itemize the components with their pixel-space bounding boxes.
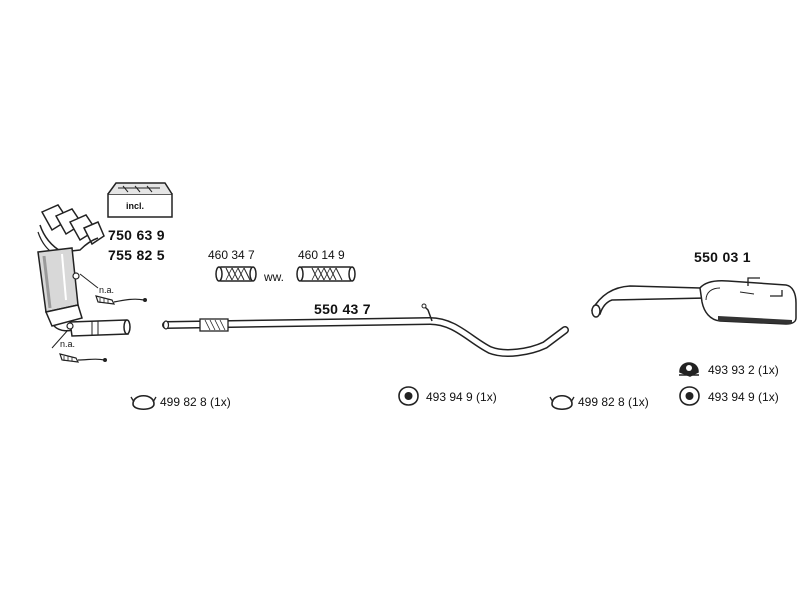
middle-pipe-part-number: 550 43 7 — [314, 301, 371, 317]
sensor-note-upper: n.a. — [99, 285, 115, 295]
kit-box-label: incl. — [126, 201, 145, 211]
mounting-label-3: 499 82 8 (1x) — [578, 395, 649, 409]
manifold-part-number-b: 755 82 5 — [108, 247, 165, 263]
flex-joint-a — [215, 266, 257, 282]
lambda-sensor-upper — [79, 273, 147, 305]
manifold-catalytic-converter — [37, 204, 131, 337]
manifold-part-number-a: 750 63 9 — [108, 227, 165, 243]
rear-silencer — [590, 277, 797, 325]
flex-joint-separator: ww. — [264, 270, 285, 284]
kit-box — [107, 182, 173, 218]
flex-joint-b — [296, 266, 356, 282]
flex-joint-b-part-number: 460 14 9 — [298, 248, 345, 262]
flex-joint-a-part-number: 460 34 7 — [208, 248, 255, 262]
mounting-label-1: 499 82 8 (1x) — [160, 395, 231, 409]
sensor-note-lower: n.a. — [60, 339, 76, 349]
rubber-mount-icon-3 — [549, 394, 575, 411]
rubber-mount-icon-2 — [398, 386, 419, 406]
rubber-mount-icon-1 — [130, 394, 157, 411]
rubber-mount-icon-4 — [679, 362, 699, 377]
rubber-mount-icon-5 — [679, 386, 700, 406]
mounting-label-4: 493 93 2 (1x) — [708, 363, 779, 377]
mounting-label-5: 493 94 9 (1x) — [708, 390, 779, 404]
mounting-label-2: 493 94 9 (1x) — [426, 390, 497, 404]
middle-pipe — [162, 303, 569, 357]
lambda-sensor-lower — [51, 329, 107, 363]
rear-silencer-part-number: 550 03 1 — [694, 249, 751, 265]
